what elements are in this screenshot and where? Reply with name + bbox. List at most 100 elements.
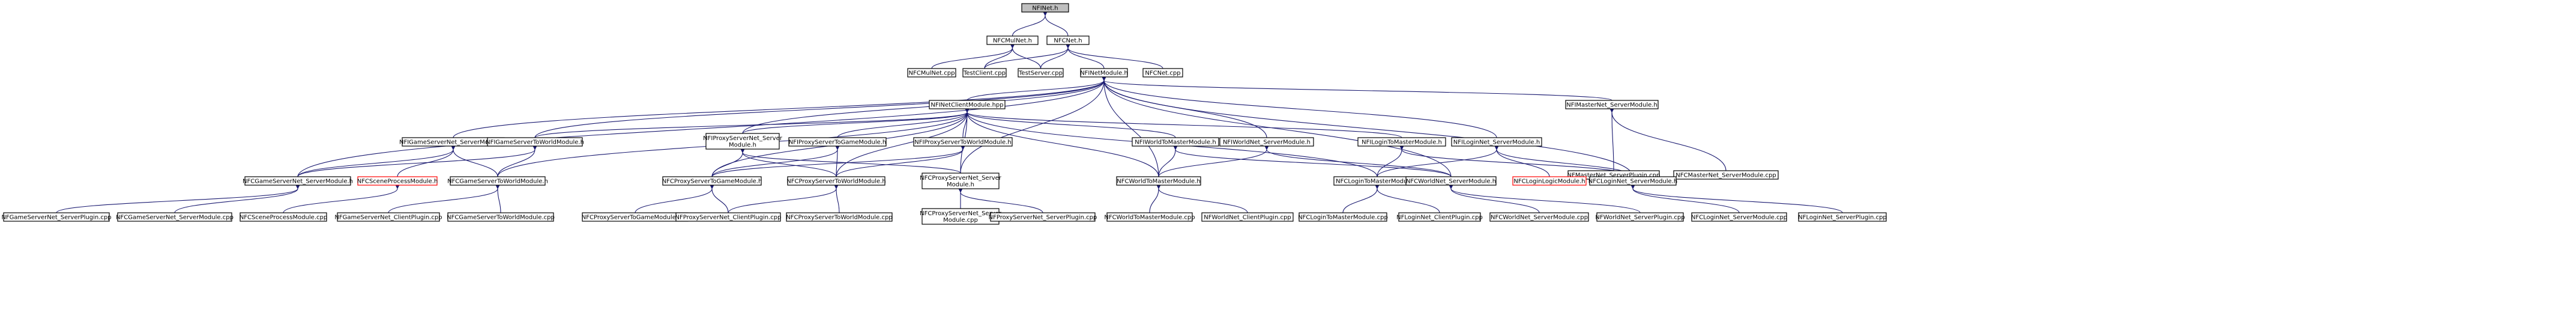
- node-l-pserver-cpp[interactable]: NFCProxyServerNet_ServerModule.cpp: [920, 208, 1002, 225]
- node-l-ltm-cpp[interactable]: NFCLoginToMasterModule.cpp: [1298, 212, 1388, 222]
- node-proxy-toworld[interactable]: NFIProxyServerToWorldModule.h: [913, 137, 1013, 147]
- node-l-wclient-plugin[interactable]: NFWorldNet_ClientPlugin.cpp: [1201, 212, 1294, 222]
- node-cnet-cpp[interactable]: NFCNet.cpp: [1142, 68, 1183, 78]
- node-c-gametoworld-h[interactable]: NFCGameServerToWorldModule.h: [447, 176, 548, 186]
- node-root[interactable]: NFINet.h: [1021, 3, 1069, 13]
- node-label: NFCWorldNet_ServerModule.cpp: [1491, 215, 1588, 221]
- node-box: [922, 173, 1000, 189]
- node-mulnet-h[interactable]: NFCMulNet.h: [986, 35, 1039, 45]
- node-c-worldtomaster-h[interactable]: NFCWorldToMasterModule.h: [1116, 176, 1201, 186]
- edge-c_loginlogic_h-to-loginnet_server: [1494, 146, 1550, 177]
- node-l-lserver-plugin[interactable]: NFLoginNet_ServerPlugin.cpp: [1798, 212, 1887, 222]
- node-label: NFIProxyServerToGameModule.h: [789, 139, 887, 146]
- node-l-wnet-cpp[interactable]: NFCWorldNet_ServerModule.cpp: [1489, 212, 1589, 222]
- node-c-proxytoworld-h[interactable]: NFCProxyServerToWorldModule.h: [786, 176, 886, 186]
- node-box: [929, 100, 1006, 109]
- node-l-pserver-plugin[interactable]: NFProxyServerNet_ServerPlugin.cpp: [989, 212, 1097, 222]
- node-box: [986, 35, 1039, 45]
- node-box: [787, 176, 885, 186]
- edge-mulnet_cpp-to-mulnet_h: [931, 44, 1015, 69]
- node-c-masternet-cpp[interactable]: NFCMasterNet_ServerModule.cpp: [1673, 170, 1779, 180]
- edge-c_worldtomaster_h-to-inetmodule: [1102, 77, 1159, 177]
- node-masternet-server[interactable]: NFIMasterNet_ServerModule.h: [1565, 100, 1659, 109]
- node-cnet-h[interactable]: NFCNet.h: [1046, 35, 1090, 45]
- edge-proxy_togame-to-netclient: [837, 109, 970, 138]
- node-testclient[interactable]: TestClient.cpp: [962, 68, 1007, 78]
- node-worldnet-server[interactable]: NFIWorldNet_ServerModule.h: [1219, 137, 1314, 147]
- node-box: [675, 212, 781, 222]
- node-l-ptg-cpp[interactable]: NFCProxyServerToGameModule.cpp: [582, 212, 689, 222]
- node-label: NFCNet.cpp: [1145, 70, 1180, 77]
- node-netclient[interactable]: NFINetClientModule.hpp: [929, 100, 1006, 109]
- node-l-scene-cpp[interactable]: NFCSceneProcessModule.cpp: [240, 212, 327, 222]
- node-label: NFMasterNet_ServerPlugin.cpp: [1567, 173, 1661, 179]
- node-box: [1405, 176, 1497, 186]
- node-c-loginnet-h[interactable]: NFCLoginNet_ServerModule.h: [1588, 176, 1677, 186]
- node-label: NFProxyServerNet_ServerPlugin.cpp: [989, 215, 1097, 221]
- edge-l_pclient_plugin-to-c_proxytogame_h: [710, 185, 729, 213]
- node-label: NFCMulNet.cpp: [909, 70, 955, 77]
- node-l-gs-cpp[interactable]: NFCGameServerNet_ServerModule.cpp: [116, 212, 234, 222]
- node-box: [990, 212, 1096, 222]
- node-world-tomaster[interactable]: NFIWorldToMasterModule.h: [1132, 137, 1219, 147]
- edge-inetmodule-to-cnet_h: [1066, 44, 1105, 69]
- node-label: NFIWorldNet_ServerModule.h: [1223, 139, 1311, 146]
- node-label: NFIProxyServerToWorldModule.h: [914, 139, 1011, 146]
- node-c-proxyserver-h[interactable]: NFCProxyServerNet_ServerModule.h: [920, 173, 1002, 189]
- node-label: NFCLoginToMasterModule.cpp: [1298, 215, 1388, 221]
- node-label: NFCGameServerToWorldModule.h: [447, 179, 548, 185]
- node-box: [1219, 137, 1314, 147]
- node-l-wserver-plugin[interactable]: NFWorldNet_ServerPlugin.cpp: [1595, 212, 1685, 222]
- edge-c_gameserver_h-to-gameserver_toworld: [297, 146, 537, 177]
- node-box: [1589, 176, 1677, 186]
- node-login-tomaster[interactable]: NFILoginToMasterModule.h: [1357, 137, 1446, 147]
- node-l-wtm-cpp[interactable]: NFCWorldToMasterModule.cpp: [1104, 212, 1195, 222]
- node-label: NFProxyServerNet_ClientPlugin.cpp: [675, 215, 782, 221]
- node-label: NFINetClientModule.hpp: [931, 102, 1003, 109]
- node-inetmodule[interactable]: NFINetModule.h: [1080, 68, 1128, 78]
- node-label: NFCGameServerNet_ServerModule.cpp: [116, 215, 234, 221]
- node-label: NFWorldNet_ClientPlugin.cpp: [1204, 215, 1291, 221]
- node-c-gameserver-h[interactable]: NFCGameServerNet_ServerModule.h: [243, 176, 353, 186]
- node-testserver[interactable]: TestServer.cpp: [1018, 68, 1064, 78]
- edge-l_ptg_cpp-to-c_proxytogame_h: [635, 185, 714, 213]
- node-l-lclient-plugin[interactable]: NFLoginNet_ClientPlugin.cpp: [1396, 212, 1483, 222]
- node-c-loginlogic-h[interactable]: NFCLoginLogicModule.h: [1512, 176, 1587, 186]
- node-proxy-server[interactable]: NFIProxyServerNet_ServerModule.h: [703, 133, 783, 150]
- node-box: [1596, 212, 1684, 222]
- edge-masternet_server-to-inetmodule: [1102, 76, 1612, 101]
- node-label: NFCProxyServerToGameModule.cpp: [582, 215, 689, 221]
- edge-l_gs_client_plugin-to-c_gametoworld_h: [388, 185, 500, 213]
- node-label: NFCGameServerNet_ServerModule.h: [243, 179, 353, 185]
- node-l-lnet-cpp[interactable]: NFCLoginNet_ServerModule.cpp: [1691, 212, 1787, 222]
- node-c-worldnet-h[interactable]: NFCWorldNet_ServerModule.h: [1405, 176, 1497, 186]
- edge-testclient-to-mulnet_h: [984, 44, 1015, 69]
- node-label: NFCSceneProcessModule.h: [357, 179, 438, 185]
- edge-c_gametoworld_h-to-gameserver_server: [451, 146, 498, 177]
- node-l-pclient-plugin[interactable]: NFProxyServerNet_ClientPlugin.cpp: [675, 212, 782, 222]
- node-c-proxytogame-h[interactable]: NFCProxyServerToGameModule.h: [662, 176, 762, 186]
- node-l-gs-plugin[interactable]: NFGameServerNet_ServerPlugin.cpp: [1, 212, 112, 222]
- edge-c_loginnet_h-to-inetmodule: [1102, 77, 1633, 177]
- node-mulnet-cpp[interactable]: NFCMulNet.cpp: [907, 68, 956, 78]
- node-l-gs-client-plugin[interactable]: NFGameServerNet_ClientPlugin.cpp: [334, 212, 442, 222]
- node-box: [1451, 137, 1542, 147]
- node-l-gtw-cpp[interactable]: NFCGameServerToWorldModule.cpp: [447, 212, 555, 222]
- node-box: [786, 212, 893, 222]
- node-gameserver-toworld[interactable]: NFIGameServerToWorldModule.h: [486, 137, 584, 147]
- edge-c_gametoworld_h-to-gameserver_toworld: [497, 146, 537, 177]
- node-box: [1398, 212, 1481, 222]
- node-box: [117, 212, 232, 222]
- node-label: NFILoginToMasterModule.h: [1362, 139, 1442, 146]
- node-label: NFCProxyServerNet_Server: [920, 210, 1002, 217]
- node-c-sceneprocess-h[interactable]: NFCSceneProcessModule.h: [357, 176, 438, 186]
- node-l-ptw-cpp[interactable]: NFCProxyServerToWorldModule.cpp: [786, 212, 893, 222]
- node-box: [1357, 137, 1446, 147]
- node-box: [1565, 100, 1659, 109]
- node-box: [1132, 137, 1219, 147]
- node-box: [487, 137, 583, 147]
- edge-c_sceneprocess_h-to-gameserver_server: [397, 146, 456, 177]
- node-proxy-togame[interactable]: NFIProxyServerToGameModule.h: [788, 137, 887, 147]
- edge-cnet_h-to-root: [1043, 12, 1069, 37]
- node-loginnet-server[interactable]: NFILoginNet_ServerModule.h: [1451, 137, 1542, 147]
